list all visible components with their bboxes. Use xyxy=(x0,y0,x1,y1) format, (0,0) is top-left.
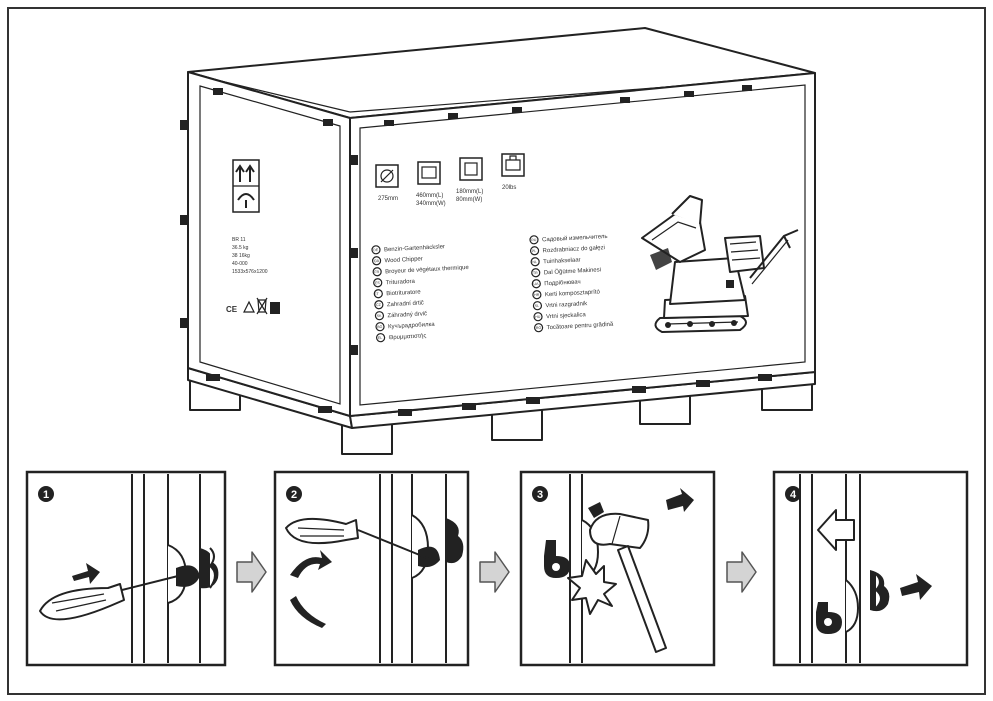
step-1-number: 1 xyxy=(43,489,49,501)
svg-text:180mm(L): 180mm(L) xyxy=(456,189,483,195)
crate: BR 11 36.5 kg 38 16kg 40-000 1533x576x12… xyxy=(180,28,815,454)
svg-text:RO: RO xyxy=(536,326,542,330)
svg-text:TR: TR xyxy=(533,271,538,275)
handling-symbols xyxy=(233,160,259,212)
svg-text:DE: DE xyxy=(373,248,379,252)
step-2-number: 2 xyxy=(291,489,297,501)
svg-text:SK: SK xyxy=(377,314,383,318)
step-3-panel: 3 xyxy=(521,472,714,665)
svg-text:HU: HU xyxy=(535,315,541,319)
svg-text:36.5 kg: 36.5 kg xyxy=(232,245,249,251)
svg-text:UA: UA xyxy=(533,282,539,286)
svg-text:ES: ES xyxy=(375,281,381,285)
step-2-panel: 2 xyxy=(275,472,468,665)
step-4-panel: 4 xyxy=(774,472,967,665)
svg-text:SL: SL xyxy=(535,304,540,308)
recycle-icon xyxy=(270,302,280,314)
svg-text:EL: EL xyxy=(378,336,383,340)
svg-text:NL: NL xyxy=(532,260,537,264)
step-4-number: 4 xyxy=(790,489,797,501)
svg-text:38 16kg: 38 16kg xyxy=(232,253,250,259)
svg-text:HR: HR xyxy=(534,293,540,297)
svg-text:1533x576x1200: 1533x576x1200 xyxy=(232,269,268,275)
svg-text:GB: GB xyxy=(374,259,380,263)
svg-text:460mm(L): 460mm(L) xyxy=(416,193,443,199)
step-3-number: 3 xyxy=(537,489,543,501)
svg-text:CE: CE xyxy=(226,305,238,314)
svg-text:RU: RU xyxy=(531,238,537,242)
svg-text:FR: FR xyxy=(374,270,379,274)
next-arrow-icon xyxy=(237,552,266,592)
svg-text:275mm: 275mm xyxy=(378,196,398,202)
svg-text:BR 11: BR 11 xyxy=(232,237,246,243)
step-1-panel: 1 xyxy=(27,472,225,665)
svg-text:20lbs: 20lbs xyxy=(502,185,516,191)
svg-text:PL: PL xyxy=(532,249,537,253)
svg-text:80mm(W): 80mm(W) xyxy=(456,197,482,203)
weee-bin-icon xyxy=(257,298,267,314)
svg-text:40-000: 40-000 xyxy=(232,261,248,267)
svg-text:BG: BG xyxy=(377,325,383,329)
svg-text:340mm(W): 340mm(W) xyxy=(416,201,446,207)
